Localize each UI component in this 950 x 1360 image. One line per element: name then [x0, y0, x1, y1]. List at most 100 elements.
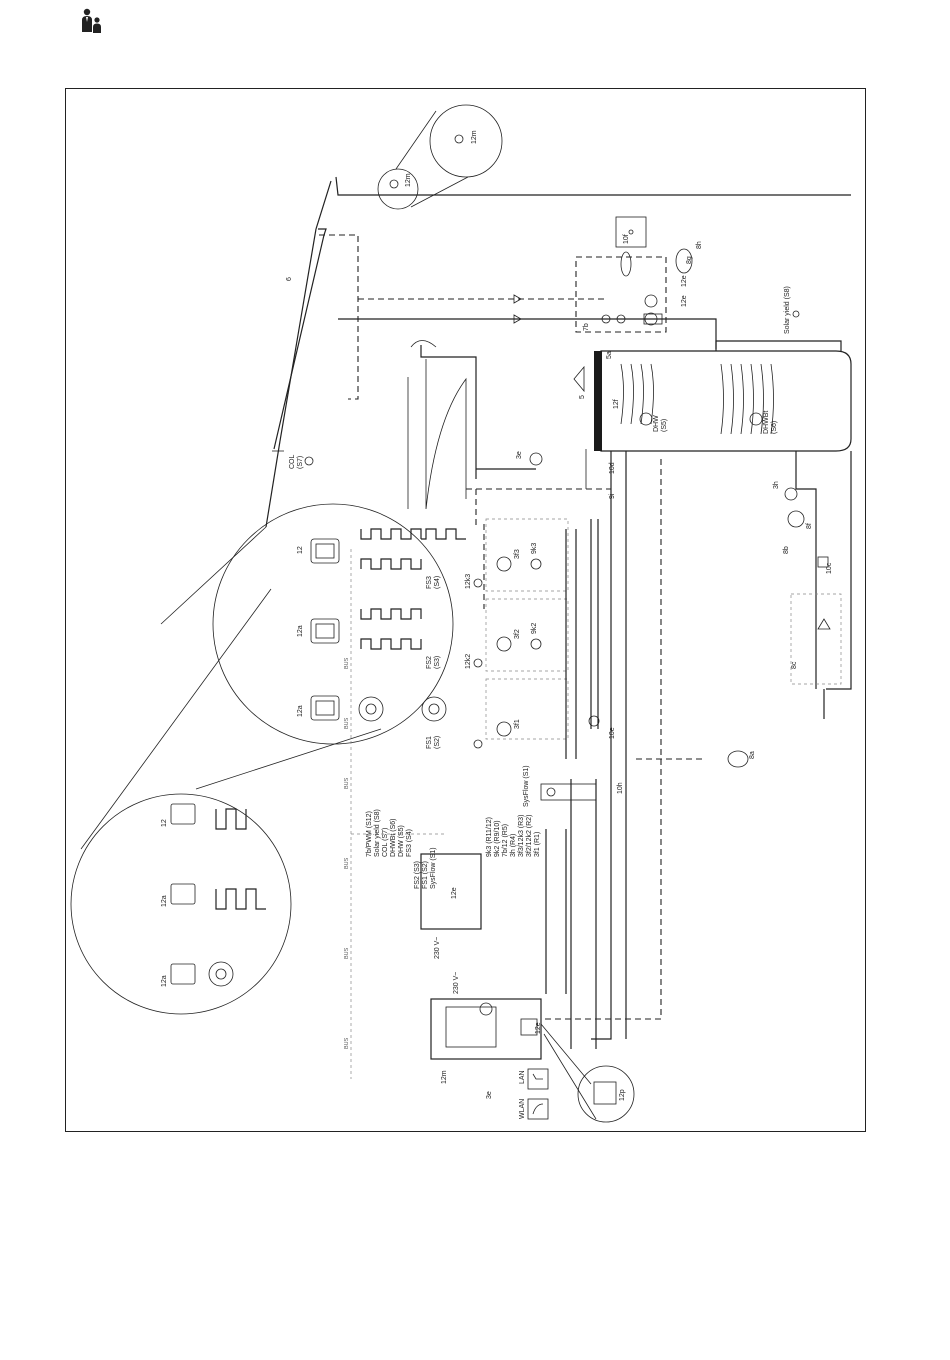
- svg-text:BUS: BUS: [344, 1037, 350, 1049]
- solar-pipes: [338, 294, 717, 349]
- heating-circuits-bubble: [80, 503, 454, 850]
- svg-text:7b/12 (R5): 7b/12 (R5): [502, 824, 509, 857]
- svg-text:9k3 (R11/12): 9k3 (R11/12): [486, 817, 493, 857]
- svg-text:FS2 (S3): FS2 (S3): [414, 861, 421, 889]
- svg-text:Solar yield (S8): Solar yield (S8): [374, 809, 381, 857]
- svg-text:12m: 12m: [441, 1070, 448, 1084]
- controller-outputs: 9k3 (R11/12) 9k2 (R9/10) 7b/12 (R5) 3h (…: [486, 815, 541, 857]
- hydraulic-diagram: 6 12m 12m COL (S7) 7b: [70, 104, 852, 1123]
- svg-text:DHWBt (S6): DHWBt (S6): [390, 819, 397, 858]
- svg-text:BUS: BUS: [344, 717, 350, 729]
- controller-module: 12e 7b/PWM (S12) Solar yield (S8) COL (S…: [366, 809, 541, 959]
- zoom-bubble-bottom: 12p: [540, 1023, 635, 1123]
- wlan-label: WLAN: [519, 1099, 526, 1119]
- svg-text:9k2: 9k2: [531, 623, 538, 634]
- col-sensor-label: COL: [289, 455, 296, 470]
- svg-text:BUS: BUS: [344, 857, 350, 869]
- svg-text:Solar yield (S8): Solar yield (S8): [784, 286, 791, 334]
- svg-text:12a: 12a: [161, 895, 168, 907]
- svg-text:3f2/12k2 (R2): 3f2/12k2 (R2): [526, 815, 533, 857]
- svg-text:7b/PWM (S12): 7b/PWM (S12): [366, 811, 373, 857]
- svg-text:DHW (S5): DHW (S5): [398, 825, 405, 857]
- svg-text:3h (R4): 3h (R4): [510, 834, 517, 857]
- svg-text:8b: 8b: [783, 546, 790, 554]
- svg-text:8h: 8h: [696, 241, 703, 249]
- svg-text:FS2: FS2: [426, 656, 433, 669]
- svg-text:12e: 12e: [535, 1022, 542, 1034]
- svg-text:12p: 12p: [619, 1089, 626, 1101]
- svg-text:3e: 3e: [516, 451, 523, 459]
- svg-text:10c: 10c: [826, 562, 833, 574]
- svg-text:10e: 10e: [609, 727, 616, 739]
- cold-water-group: 8c 3h 8f 8b 10c: [773, 451, 852, 719]
- zoom-top-label: 12m: [471, 130, 478, 144]
- svg-text:12k2: 12k2: [465, 654, 472, 669]
- svg-text:3f3: 3f3: [514, 549, 521, 559]
- svg-text:12: 12: [161, 819, 168, 827]
- svg-text:(S5): (S5): [661, 419, 668, 432]
- svg-text:12e: 12e: [681, 275, 688, 287]
- svg-text:FS3: FS3: [426, 576, 433, 589]
- svg-text:COL (S7): COL (S7): [382, 828, 389, 857]
- main-pipes: [475, 459, 662, 1040]
- svg-text:9k3: 9k3: [531, 543, 538, 554]
- svg-text:12e: 12e: [681, 295, 688, 307]
- zoom-bubble-top: 12m 12m: [377, 104, 503, 210]
- svg-text:SysFlow (S1): SysFlow (S1): [523, 765, 530, 807]
- svg-text:3f3/12k3 (R3): 3f3/12k3 (R3): [518, 815, 525, 857]
- svg-text:230 V~: 230 V~: [453, 972, 460, 994]
- lan-label: LAN: [519, 1070, 526, 1084]
- svg-text:12f: 12f: [613, 399, 620, 409]
- svg-text:BUS: BUS: [344, 657, 350, 669]
- svg-text:5: 5: [579, 395, 586, 399]
- svg-text:FS1: FS1: [426, 736, 433, 749]
- solar-station: 7b 10f 8g 8h 12e 12e: [575, 216, 703, 333]
- diagram-frame: 6 12m 12m COL (S7) 7b: [65, 88, 866, 1132]
- svg-text:12a: 12a: [161, 975, 168, 987]
- svg-text:12a: 12a: [297, 625, 304, 637]
- svg-text:3f1: 3f1: [514, 719, 521, 729]
- svg-text:DHWBt: DHWBt: [763, 411, 770, 434]
- collector-label: 6: [286, 277, 293, 281]
- boiler: 230 V~ 12e 12m 3e: [430, 972, 542, 1099]
- controller-id: 12e: [451, 887, 458, 899]
- roof: [335, 176, 851, 196]
- controller-inputs: 7b/PWM (S12) Solar yield (S8) COL (S7) D…: [366, 809, 437, 889]
- solar-collector: 6: [265, 180, 359, 528]
- hydraulic-separator: SysFlow (S1) 10h 8a: [523, 569, 756, 1049]
- svg-text:3f2: 3f2: [514, 629, 521, 639]
- svg-text:8g: 8g: [686, 256, 693, 264]
- svg-text:8c: 8c: [791, 661, 798, 669]
- svg-text:BUS: BUS: [344, 947, 350, 959]
- svg-text:BUS: BUS: [344, 777, 350, 789]
- svg-text:12m: 12m: [405, 173, 412, 187]
- col-sensor: COL (S7): [289, 455, 314, 470]
- storage-tank: 5a DHW (S5) DHWBt (S6) 12f 5 Solar yield…: [573, 286, 852, 452]
- svg-text:(S2): (S2): [434, 736, 441, 749]
- solar-station-label: 7b: [583, 323, 590, 331]
- svg-text:230 V~: 230 V~: [434, 937, 441, 959]
- bus-line: BUS BUS BUS BUS BUS BUS: [344, 549, 446, 1079]
- svg-text:(S3): (S3): [434, 656, 441, 669]
- circuit-fs3: 12 FS3 (S4) 3f3 9k3 12k3: [297, 524, 542, 609]
- svg-text:3f1 (R1): 3f1 (R1): [534, 832, 541, 857]
- storage-label: 5a: [606, 351, 613, 359]
- svg-text:10d: 10d: [609, 462, 616, 474]
- svg-text:(S4): (S4): [434, 576, 441, 589]
- air-vent-group: 3e 10d 9i: [407, 340, 627, 569]
- svg-text:SysFlow (S1): SysFlow (S1): [430, 847, 437, 889]
- circuit-group: 12 FS3 (S4) 3f3 9k3 12k3 12a FS2 (S3): [297, 518, 616, 759]
- svg-text:12: 12: [297, 546, 304, 554]
- svg-text:12a: 12a: [297, 705, 304, 717]
- svg-text:9k2 (R9/10): 9k2 (R9/10): [494, 820, 501, 857]
- svg-text:DHW: DHW: [653, 415, 660, 432]
- svg-text:10h: 10h: [617, 782, 624, 794]
- circuit-fs2: 12a FS2 (S3) 3f2 9k2 12k2: [297, 608, 542, 669]
- svg-text:(S7): (S7): [297, 456, 304, 469]
- svg-text:3h: 3h: [773, 481, 780, 489]
- svg-text:10f: 10f: [623, 234, 630, 244]
- svg-text:3e: 3e: [486, 1091, 493, 1099]
- svg-text:FS1 (S2): FS1 (S2): [422, 861, 429, 889]
- svg-text:8f: 8f: [806, 523, 813, 529]
- circuit-fs1: 12a FS1 (S2) 3f1: [297, 695, 521, 749]
